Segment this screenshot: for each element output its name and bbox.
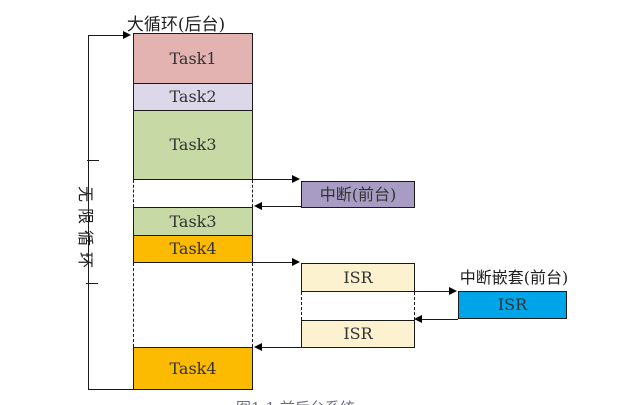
nested-return-line xyxy=(421,319,458,320)
isr2-label: ISR xyxy=(343,324,373,343)
task3-resume-label: Task3 xyxy=(169,211,217,231)
loop-bottom-line xyxy=(88,389,133,390)
interrupt-return-line xyxy=(261,206,301,207)
isr-call-line xyxy=(253,262,293,263)
isr-return-arrowhead-icon xyxy=(254,343,262,351)
stack-gap2-left-dashed xyxy=(133,263,134,347)
task2-box: Task2 xyxy=(133,83,253,111)
task4-resume-label: Task4 xyxy=(169,358,217,378)
interrupt-call-arrowhead-icon xyxy=(292,175,300,183)
nested-return-arrowhead-icon xyxy=(414,315,422,323)
background-loop-title: 大循环(后台) xyxy=(126,15,226,35)
isr-gap-left-dashed xyxy=(301,292,302,320)
task1-box: Task1 xyxy=(133,33,253,84)
task4-resume-box: Task4 xyxy=(133,347,253,390)
isr1-box: ISR xyxy=(301,263,415,292)
isr2-box: ISR xyxy=(301,320,415,348)
interrupt-call-line xyxy=(253,179,293,180)
nested-isr-label: ISR xyxy=(497,295,528,314)
nested-isr-box: ISR xyxy=(458,291,567,319)
loop-top-line xyxy=(88,35,124,36)
isr1-label: ISR xyxy=(343,267,373,287)
task3-resume-box: Task3 xyxy=(133,207,253,236)
stack-gap2-right-dashed xyxy=(252,263,253,347)
task2-label: Task2 xyxy=(169,87,217,106)
interrupt-label: 中断(前台) xyxy=(319,184,397,204)
infinite-loop-label: 无限循环 xyxy=(76,185,95,274)
loop-label-bottom-tick xyxy=(86,283,98,284)
task1-label: Task1 xyxy=(169,48,217,68)
isr-call-arrowhead-icon xyxy=(292,258,300,266)
cropped-caption: 图1-1 前后台系统 xyxy=(236,397,355,405)
loop-vertical-line xyxy=(88,35,89,389)
stack-gap1-right-dashed xyxy=(252,180,253,207)
interrupt-return-arrowhead-icon xyxy=(254,202,262,210)
loop-top-arrowhead-icon xyxy=(123,31,131,39)
task3-label: Task3 xyxy=(169,135,217,154)
loop-label-top-tick xyxy=(87,160,99,161)
isr-gap-right-dashed xyxy=(414,292,415,320)
task4-label: Task4 xyxy=(169,239,217,258)
task3-box: Task3 xyxy=(133,110,253,180)
task4-box: Task4 xyxy=(133,235,253,263)
stack-gap1-left-dashed xyxy=(133,180,134,207)
nested-call-arrowhead-icon xyxy=(449,287,457,295)
isr-return-line xyxy=(261,347,301,348)
nested-call-line xyxy=(414,291,450,292)
interrupt-box: 中断(前台) xyxy=(301,181,415,208)
nested-interrupt-title: 中断嵌套(前台) xyxy=(459,268,569,287)
